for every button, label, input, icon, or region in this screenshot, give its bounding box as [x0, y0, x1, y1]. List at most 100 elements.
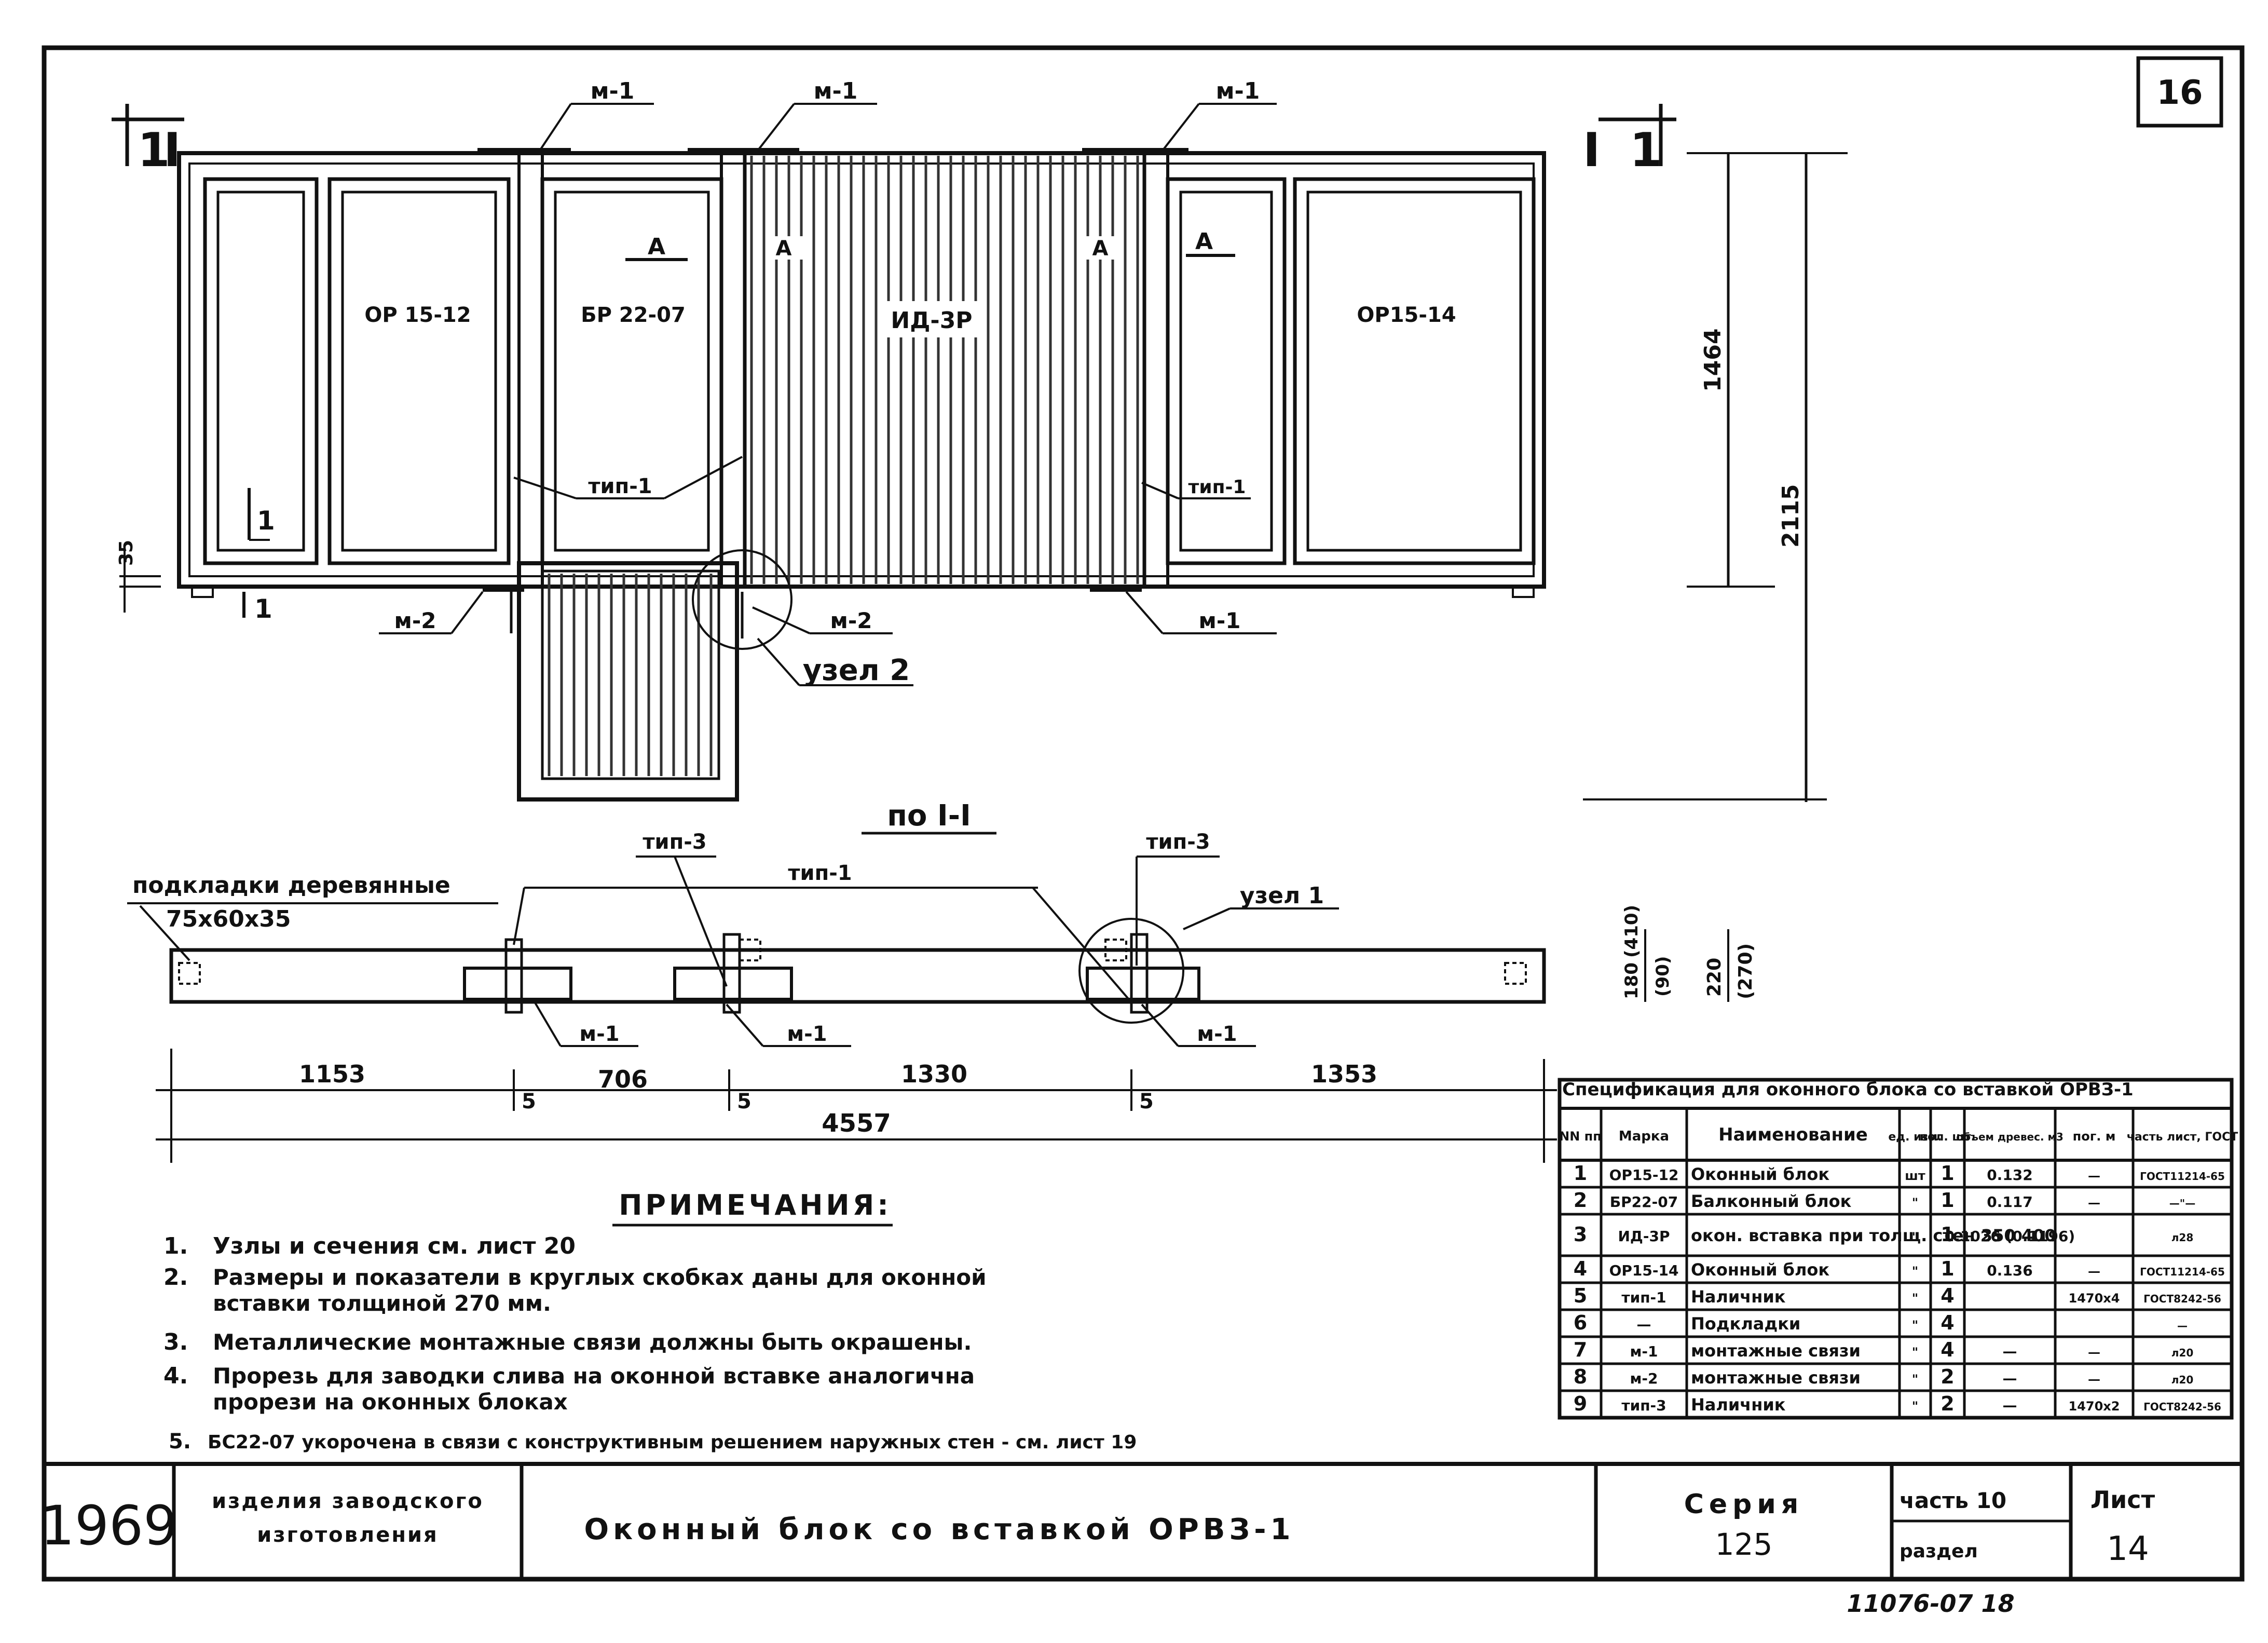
label-tip1-a: тип-1 — [588, 474, 652, 498]
pads-label: подкладки деревянные — [132, 872, 450, 899]
spec-cell: 0.1026 (0.1196) — [1945, 1228, 2075, 1245]
spec-cell: " — [1912, 1372, 1919, 1387]
spec-cell: тип-3 — [1621, 1397, 1666, 1414]
spec-cell: " — [1912, 1345, 1919, 1360]
window-or15-12: ОР 15-12 1 — [203, 177, 511, 565]
plan-gap-2: 5 — [737, 1090, 752, 1114]
dim-2115: 2115 — [1778, 484, 1804, 548]
plan-dim-270: (270) — [1735, 943, 1756, 999]
notes-block: ПРИМЕЧАНИЯ: 1. Узлы и сечения см. лист 2… — [163, 1189, 1137, 1454]
title-org-line2: изготовления — [257, 1523, 438, 1547]
spec-header-cell: кол. шт. — [1920, 1131, 1975, 1144]
plan-tip3-b: тип-3 — [1146, 830, 1210, 854]
label-a3: А — [1092, 237, 1109, 261]
label-m2-b: м-2 — [830, 608, 872, 633]
spec-row: 6—Подкладки"4— — [1574, 1311, 2188, 1334]
spec-cell: окон. вставка при толщ. стен 350 400 — [1691, 1226, 2056, 1245]
plan-m1-b: м-1 — [787, 1022, 827, 1046]
spec-cell: л20 — [2171, 1374, 2193, 1386]
label-m1-a: м-1 — [591, 78, 635, 104]
notes-title: ПРИМЕЧАНИЯ: — [619, 1189, 892, 1221]
spec-row: 3 ИД-3Р окон. вставка при толщ. стен 350 4… — [1574, 1223, 2193, 1246]
label-m1-c: м-1 — [1216, 78, 1260, 104]
plan-tip1: тип-1 — [788, 861, 852, 885]
spec-cell: — — [2003, 1397, 2017, 1414]
spec-cell: л28 — [2171, 1231, 2193, 1244]
block-outer-frame — [177, 151, 1546, 589]
note-1-text: Узлы и сечения см. лист 20 — [213, 1233, 576, 1259]
title-part: часть 10 — [1900, 1488, 2006, 1513]
spec-cell: л20 — [2171, 1347, 2193, 1359]
corner-number: 16 — [2156, 74, 2203, 112]
section-mark-left: 1 — [138, 123, 170, 178]
uzel2-circle — [692, 549, 793, 650]
spec-cell: — — [2003, 1343, 2017, 1360]
spec-cell: ГОСТ8242-56 — [2143, 1401, 2221, 1413]
plan-dim-1153: 1153 — [299, 1060, 365, 1088]
note-3-num: 3. — [163, 1329, 188, 1355]
spec-cell: 5 — [1574, 1284, 1587, 1307]
plan-board — [169, 948, 1546, 1004]
window-or15-14: А ОР15-14 — [1166, 177, 1536, 565]
spec-cell: ИД-3Р — [1618, 1228, 1670, 1245]
spec-cell: — — [2088, 1372, 2100, 1387]
plan-gap-3: 5 — [1139, 1090, 1154, 1114]
spec-cell: 8 — [1574, 1365, 1587, 1388]
plan-m1-c: м-1 — [1197, 1022, 1237, 1046]
spec-cell: " — [1912, 1318, 1919, 1333]
section-mark-right: 1 — [1630, 123, 1662, 178]
spec-cell: ОР15-12 — [1609, 1166, 1679, 1184]
spec-cell: ГОСТ11214-65 — [2140, 1170, 2225, 1183]
title-main: Оконный блок со вставкой ОРВЗ-1 — [584, 1513, 1295, 1546]
spec-cell: 3 — [1574, 1223, 1587, 1246]
footer-code: 11076-07 18 — [1847, 1590, 2014, 1618]
spec-cell: — — [2088, 1169, 2100, 1183]
spec-cell: 9 — [1574, 1392, 1587, 1415]
spec-cell: 2 — [1941, 1365, 1954, 1388]
spec-cell: — — [2003, 1370, 2017, 1387]
plan-gap-1: 5 — [522, 1090, 536, 1114]
spec-cell: 4 — [1941, 1284, 1954, 1307]
spec-cell: 2 — [1574, 1189, 1587, 1212]
elevation-view: 1 I I 1 ОР 15-12 1 БР 22-07 А — [112, 78, 1848, 802]
plan-dim-180: 180 — [1621, 962, 1642, 999]
spec-cell: 1470x2 — [2069, 1399, 2120, 1414]
spec-cell: шт — [1905, 1169, 1925, 1183]
label-or15-14: ОР15-14 — [1357, 303, 1456, 327]
spec-table: Спецификация для оконного блока со встав… — [1557, 1078, 2238, 1420]
plan-dim-1353: 1353 — [1311, 1060, 1377, 1088]
insert-id-3r: ИД-3Р А А — [743, 151, 1146, 589]
label-a4: А — [1195, 228, 1213, 255]
spec-cell: 4 — [1941, 1311, 1954, 1334]
dim-1464: 1464 — [1700, 329, 1726, 392]
plan-dim-410: (410) — [1621, 905, 1642, 958]
spec-header-cell: часть лист, ГОСТ — [2127, 1131, 2238, 1144]
note-3-text: Металлические монтажные связи должны быт… — [213, 1329, 972, 1355]
spec-cell: 0.132 — [1987, 1166, 2033, 1184]
spec-cell: Подкладки — [1691, 1314, 1800, 1334]
spec-cell: Балконный блок — [1691, 1191, 1852, 1211]
pads-size: 75x60x35 — [166, 906, 291, 932]
spec-cell: 1 — [1941, 1189, 1954, 1212]
label-m1-b: м-1 — [814, 78, 858, 104]
spec-header-cell: NN пп — [1559, 1129, 1602, 1144]
spec-cell: 0.136 — [1987, 1262, 2033, 1279]
spec-cell: Наличник — [1691, 1395, 1786, 1415]
spec-cell: 1 — [1941, 1223, 1954, 1246]
title-series-label: Серия — [1684, 1489, 1804, 1520]
spec-cell: — — [2088, 1196, 2100, 1210]
section-mark-right-symbol: I — [1583, 123, 1601, 178]
sheet-frame — [42, 45, 2245, 1582]
plan-dim-90: (90) — [1652, 956, 1673, 997]
label-a1: А — [648, 234, 665, 260]
spec-header-cell: ед. изм. — [1888, 1131, 1942, 1144]
plan-total: 4557 — [822, 1109, 891, 1138]
spec-cell: Оконный блок — [1691, 1260, 1829, 1280]
plan-dim-1330: 1330 — [901, 1060, 967, 1088]
note-2-num: 2. — [163, 1264, 188, 1291]
